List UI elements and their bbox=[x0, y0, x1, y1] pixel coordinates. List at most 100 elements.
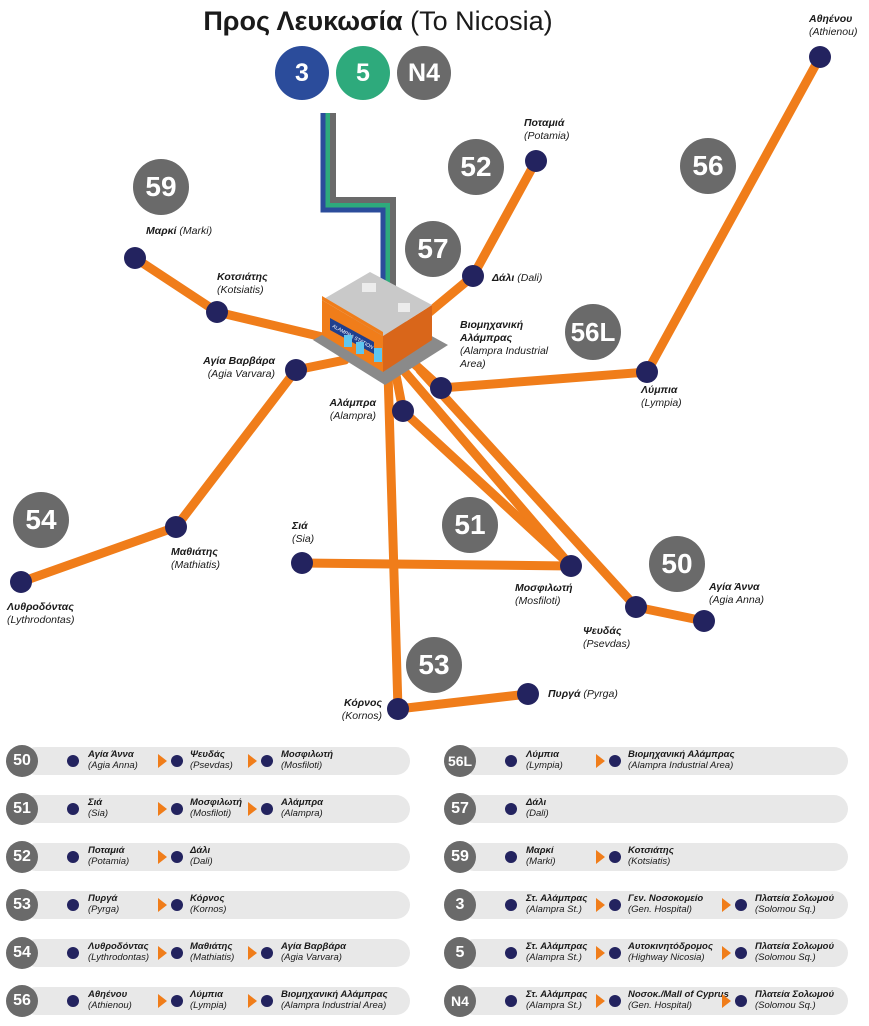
legend-stop: Δάλι(Dali) bbox=[190, 845, 213, 867]
label-dali: Δάλι (Dali) bbox=[492, 272, 543, 284]
stop-kornos bbox=[387, 698, 409, 720]
legend-stop: Μαθιάτης(Mathiatis) bbox=[190, 941, 235, 963]
line-lympia-industrial bbox=[436, 367, 652, 393]
arrow-icon bbox=[596, 946, 605, 960]
stop-kotsiatis bbox=[206, 301, 228, 323]
arrow-icon bbox=[248, 994, 257, 1008]
legend-stop: Πλατεία Σολωμού(Solomou Sq.) bbox=[755, 989, 835, 1011]
label-mathiatis: Μαθιάτης(Mathiatis) bbox=[171, 546, 221, 571]
line-mathiatis-agiavarvara bbox=[171, 365, 301, 532]
arrow-icon bbox=[722, 898, 731, 912]
arrow-icon bbox=[596, 850, 605, 864]
line-marki-kotsiatis bbox=[130, 253, 222, 317]
hub-badge-5: 5 bbox=[336, 46, 390, 100]
stop-icon bbox=[67, 899, 79, 911]
legend-row-5: 5 Στ. Αλάμπρας(Alampra St.) Αυτοκινητόδρ… bbox=[444, 937, 848, 969]
line-station-mosfiloti bbox=[400, 367, 576, 571]
route-badge-53: 53 bbox=[406, 637, 462, 693]
map-title: Προς Λευκωσία (To Nicosia) bbox=[0, 6, 756, 37]
stop-pyrga bbox=[517, 683, 539, 705]
stop-mosfiloti bbox=[560, 555, 582, 577]
label-agiaanna: Αγία Άννα(Agia Anna) bbox=[709, 581, 765, 606]
legend-stop: Ποταμιά(Potamia) bbox=[88, 845, 130, 867]
label-lympia: Λύμπια(Lympia) bbox=[641, 384, 682, 409]
stop-icon bbox=[171, 995, 183, 1007]
legend-stop: Βιομηχανική Αλάμπρας(Alampra Industrial … bbox=[628, 749, 735, 771]
route-badge-56: 56 bbox=[680, 138, 736, 194]
line-athienou-lympia bbox=[642, 52, 825, 377]
legend-route-number: 59 bbox=[444, 841, 476, 873]
stop-icon bbox=[609, 755, 621, 767]
stop-dots bbox=[10, 46, 831, 720]
stop-icon bbox=[171, 947, 183, 959]
line-kotsiatis-station bbox=[212, 307, 340, 345]
label-sia: Σιά(Sia) bbox=[292, 520, 315, 545]
arrow-icon bbox=[722, 994, 731, 1008]
legend-route-number: N4 bbox=[444, 985, 476, 1017]
arrow-icon bbox=[248, 754, 257, 768]
stop-dali bbox=[462, 265, 484, 287]
arrow-icon bbox=[158, 754, 167, 768]
label-agiavarvara: Αγία Βαρβάρα(Agia Varvara) bbox=[203, 355, 275, 380]
stop-icon bbox=[735, 947, 747, 959]
label-potamia: Ποταμιά(Potamia) bbox=[524, 117, 570, 142]
stop-icon bbox=[171, 851, 183, 863]
legend-row-59: 59 Μαρκί(Marki) Κοτσιάτης(Kotsiatis) bbox=[444, 841, 848, 873]
legend-row-52: 52 Ποταμιά(Potamia) Δάλι(Dali) bbox=[6, 841, 410, 873]
arrow-icon bbox=[596, 994, 605, 1008]
stop-icon bbox=[505, 947, 517, 959]
legend-route-number: 52 bbox=[6, 841, 38, 873]
title-english: (To Nicosia) bbox=[410, 6, 553, 36]
stop-icon bbox=[261, 755, 273, 767]
stop-icon bbox=[67, 947, 79, 959]
route-badge-50: 50 bbox=[649, 536, 705, 592]
line-kornos-pyrga bbox=[393, 689, 533, 714]
route-badge-54: 54 bbox=[13, 492, 69, 548]
route-badge-51: 51 bbox=[442, 497, 498, 553]
legend-stop: Πυργά(Pyrga) bbox=[88, 893, 120, 915]
legend-row-56: 56 Αθηένου(Athienou) Λύμπια(Lympia) Βιομ… bbox=[6, 985, 410, 1017]
stop-icon bbox=[609, 851, 621, 863]
legend-stop: Αυτοκινητόδρομος(Highway Nicosia) bbox=[628, 941, 713, 963]
label-lythrodontas: Λυθροδόντας(Lythrodontas) bbox=[7, 601, 75, 626]
label-athienou: Αθηένου(Athienou) bbox=[809, 13, 858, 38]
nicosia-lines bbox=[320, 113, 396, 305]
legend-stop: Μοσφιλωτή(Mosfiloti) bbox=[190, 797, 243, 819]
line-station-psevdas bbox=[415, 365, 641, 612]
legend-row-51: 51 Σιά(Sia) Μοσφιλωτή(Mosfiloti) Αλάμπρα… bbox=[6, 793, 410, 825]
legend-stop: Αλάμπρα(Alampra) bbox=[281, 797, 324, 819]
stop-athienou bbox=[809, 46, 831, 68]
stop-icon bbox=[505, 851, 517, 863]
legend-stop: Στ. Αλάμπρας(Alampra St.) bbox=[526, 893, 588, 915]
legend-stop: Βιομηχανική Αλάμπρας(Alampra Industrial … bbox=[281, 989, 388, 1011]
stop-icon bbox=[261, 947, 273, 959]
stop-mathiatis bbox=[165, 516, 187, 538]
legend-row-53: 53 Πυργά(Pyrga) Κόρνος(Kornos) bbox=[6, 889, 410, 921]
legend-stop: Αθηένου(Athienou) bbox=[88, 989, 132, 1011]
legend-stop: Ψευδάς(Psevdas) bbox=[190, 749, 233, 771]
label-psevdas: Ψευδάς(Psevdas) bbox=[583, 625, 631, 650]
legend-row-3: 3 Στ. Αλάμπρας(Alampra St.) Γεν. Νοσοκομ… bbox=[444, 889, 848, 921]
arrow-icon bbox=[158, 802, 167, 816]
stop-icon bbox=[67, 995, 79, 1007]
stop-lympia bbox=[636, 361, 658, 383]
stop-sia bbox=[291, 552, 313, 574]
stop-industrial bbox=[430, 377, 452, 399]
arrow-icon bbox=[158, 946, 167, 960]
legend-route-number: 3 bbox=[444, 889, 476, 921]
legend-stop: Μοσφιλωτή(Mosfiloti) bbox=[281, 749, 334, 771]
stop-icon bbox=[609, 947, 621, 959]
route-badge-56l: 56L bbox=[565, 304, 621, 360]
line-potamia-dali bbox=[468, 156, 541, 281]
legend-route-number: 56L bbox=[444, 745, 476, 777]
legend-row-56l: 56L Λύμπια(Lympia) Βιομηχανική Αλάμπρας(… bbox=[444, 745, 848, 777]
line-psevdas-agiaanna bbox=[631, 602, 709, 626]
legend-stop: Στ. Αλάμπρας(Alampra St.) bbox=[526, 941, 588, 963]
legend-route-number: 50 bbox=[6, 745, 38, 777]
legend-stop: Σιά(Sia) bbox=[88, 797, 109, 819]
stop-icon bbox=[505, 803, 517, 815]
stop-icon bbox=[505, 995, 517, 1007]
legend-stop: Λύμπια(Lympia) bbox=[526, 749, 563, 771]
hub-badge-3: 3 bbox=[275, 46, 329, 100]
